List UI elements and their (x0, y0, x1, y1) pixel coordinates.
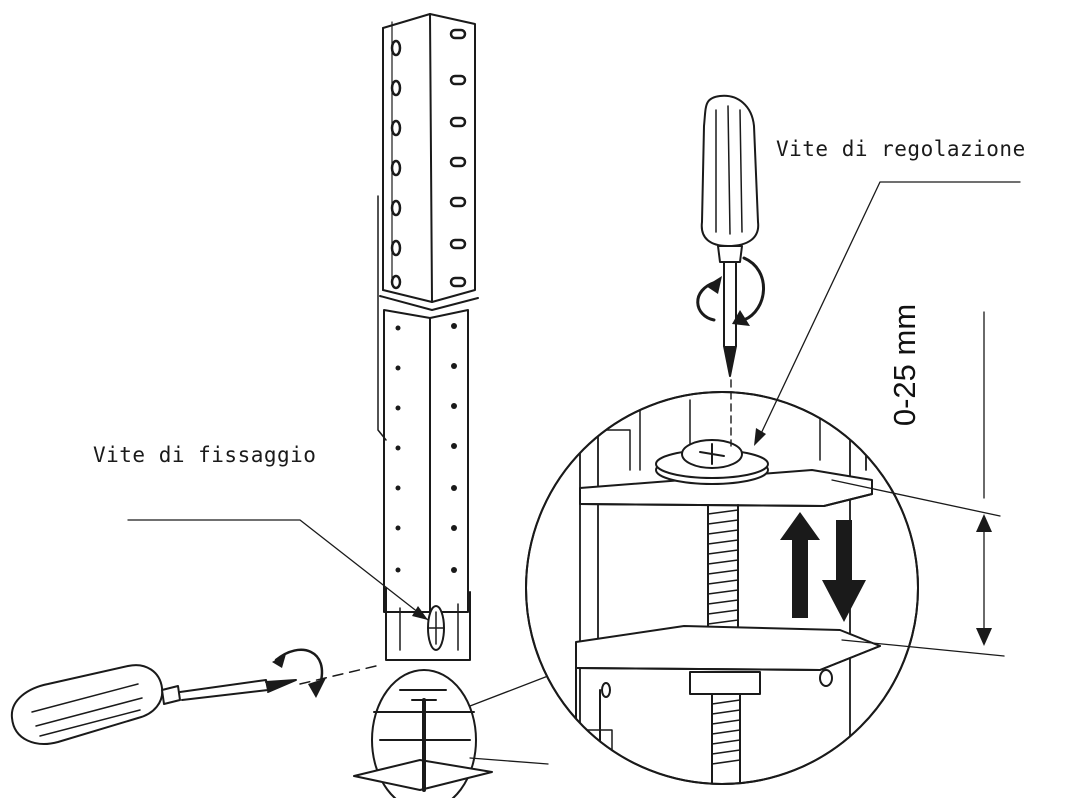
screw-thread-upper (707, 509, 739, 635)
adjusting-screw-arrow (754, 181, 1021, 446)
rotation-arrow-icon (696, 256, 765, 326)
telescopic-leg (353, 13, 493, 798)
slot-holes-upper-left (390, 39, 402, 290)
fixing-screw-label: Vite di fissaggio (93, 443, 317, 467)
up-down-arrow-icon (780, 512, 866, 622)
fixing-screw-arrow (127, 519, 429, 621)
zoom-circle (525, 391, 919, 785)
fixing-screw-on-leg (427, 605, 445, 651)
dimension-indicator (831, 311, 1005, 657)
screwdriver-icon (10, 664, 377, 745)
slot-holes-upper-right (449, 28, 467, 288)
round-holes-lower (395, 323, 457, 573)
adjust-range-label: 0-25 mm (887, 303, 922, 427)
screwdriver-icon (700, 94, 760, 447)
adjusting-screw-label: Vite di regolazione (776, 137, 1026, 161)
rotation-arrow-icon (272, 648, 326, 698)
